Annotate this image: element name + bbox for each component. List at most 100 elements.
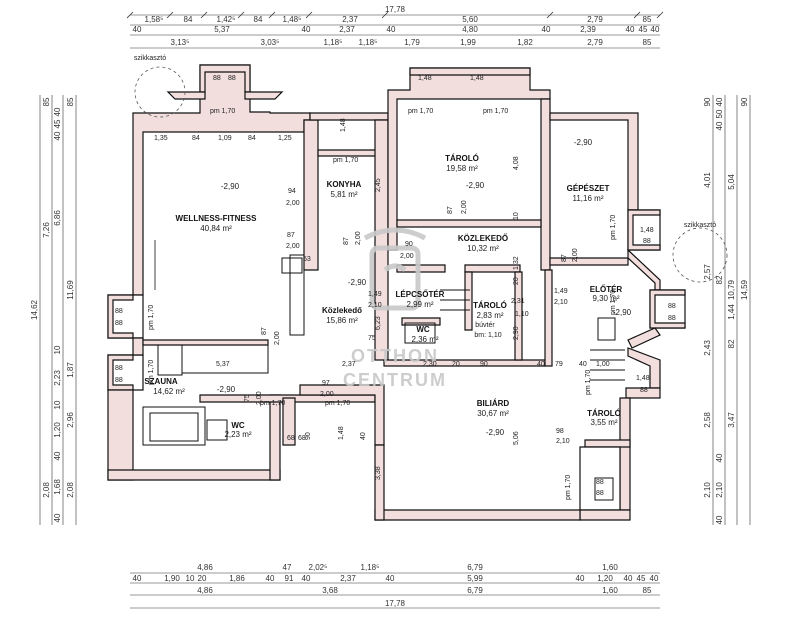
room-area-kozlekedo-2: 15,86 m² bbox=[326, 316, 358, 325]
dim-top-r2: 40 bbox=[626, 25, 635, 34]
room-area-szauna: 14,62 m² bbox=[153, 387, 185, 396]
dim-label: 1,10 bbox=[515, 311, 529, 318]
dim-top-r2: 40 bbox=[387, 25, 396, 34]
dim-label: 10 bbox=[513, 212, 520, 220]
dim-left-outer: 14,62 bbox=[30, 299, 39, 320]
dim-left-a: 7,26 bbox=[42, 222, 51, 238]
dim-label: 40 bbox=[579, 361, 587, 368]
room-level: -2,90 bbox=[466, 181, 485, 190]
dim-label: 53 bbox=[303, 256, 311, 263]
dim-bottom-r2: 40 bbox=[266, 574, 275, 583]
room-level: -2,90 bbox=[221, 182, 240, 191]
dim-right-a: 2,43 bbox=[703, 340, 712, 356]
dim-bottom-r2: 40 bbox=[386, 574, 395, 583]
dim-top-r2: 40 bbox=[542, 25, 551, 34]
dim-label: 2,00 bbox=[274, 331, 281, 345]
dim-top-r2: 2,39 bbox=[580, 25, 596, 34]
dim-label: 2,10 bbox=[368, 302, 382, 309]
window-dim: 88 bbox=[668, 315, 676, 322]
room-name-lepcsoter: LÉPCSŐTÉR bbox=[396, 290, 445, 299]
room-area-eloter: 9,30 m² bbox=[592, 294, 619, 303]
dim-left-b: 45 bbox=[53, 119, 62, 128]
dim-top-r1: 2,37 bbox=[342, 15, 358, 24]
dim-label: 3,38 bbox=[375, 466, 382, 480]
dim-right-b: 40 bbox=[715, 121, 724, 130]
dim-bottom-r2: 40 bbox=[624, 574, 633, 583]
dim-label: 5,37 bbox=[216, 361, 230, 368]
dim-label: 1,25 bbox=[278, 135, 292, 142]
dim-bottom-r2: 5,99 bbox=[467, 574, 483, 583]
dim-top-r3: 85 bbox=[643, 38, 652, 47]
window-dim: 1,48 bbox=[636, 375, 650, 382]
dim-left-b: 40 bbox=[53, 131, 62, 140]
room-name-konyha: KONYHA bbox=[327, 180, 362, 189]
room-name-kozlekedo-2: Közlekedő bbox=[322, 306, 362, 315]
dim-bottom-r2: 1,20 bbox=[597, 574, 613, 583]
dim-left-b: 10 bbox=[53, 400, 62, 409]
room-level: -2,90 bbox=[613, 308, 632, 317]
dim-right-b: 1,44 bbox=[727, 304, 736, 320]
dim-bottom-r2: 40 bbox=[133, 574, 142, 583]
dim-label: 2,00 bbox=[572, 248, 579, 262]
dim-bottom-r1: 2,02⁵ bbox=[309, 563, 328, 572]
dim-label: 90 bbox=[480, 361, 488, 368]
dim-label: 20 bbox=[452, 361, 460, 368]
dim-label: 4,08 bbox=[513, 156, 520, 170]
dim-label: 68 bbox=[298, 435, 306, 442]
pm-label: pm 1,70 bbox=[210, 108, 235, 115]
dim-label: 84 bbox=[248, 135, 256, 142]
dim-bottom-r1: 1,60 bbox=[602, 563, 618, 572]
dim-left-b: 1,68 bbox=[53, 479, 62, 495]
dim-bottom-r2: 10 bbox=[186, 574, 195, 583]
dim-label: 1,32 bbox=[513, 256, 520, 270]
szikkaszto-label-left: szikkasztó bbox=[134, 55, 166, 62]
dim-top-r2: 40 bbox=[133, 25, 142, 34]
dim-top-r2: 2,37 bbox=[339, 25, 355, 34]
dim-bottom-r2: 2,37 bbox=[340, 574, 356, 583]
room-area-tarolo-1: 19,58 m² bbox=[446, 164, 478, 173]
dim-right-a: 2,58 bbox=[703, 412, 712, 428]
dim-label: 79 bbox=[555, 361, 563, 368]
dim-top-r3: 1,82 bbox=[517, 38, 533, 47]
dim-label: 20 bbox=[513, 277, 520, 285]
dim-left-a: 2,08 bbox=[42, 482, 51, 498]
dim-label: 1,49 bbox=[368, 291, 382, 298]
dim-bottom-r1: 47 bbox=[283, 563, 292, 572]
pm-label: pm 1,70 bbox=[610, 290, 617, 315]
room-area-tarolo-3: 3,55 m² bbox=[590, 418, 617, 427]
dim-left-b: 40 bbox=[53, 451, 62, 460]
room-area-wc-2: 2,23 m² bbox=[224, 430, 251, 439]
detail-labels: 88 88 pm 1,70 1,35 84 1,09 84 1,25 pm 1,… bbox=[115, 75, 676, 500]
dim-label: 68 bbox=[287, 435, 295, 442]
dim-label: 2,90 bbox=[513, 326, 520, 340]
dim-right-a: 4,01 bbox=[703, 172, 712, 188]
dim-bottom-total: 17,78 bbox=[385, 599, 406, 608]
dim-bottom-r1: 1,18⁵ bbox=[361, 563, 380, 572]
dim-label: 2,00 bbox=[461, 200, 468, 214]
buvoter-area: bm: 1,10 bbox=[474, 332, 501, 339]
dim-bottom-r3: 3,68 bbox=[322, 586, 338, 595]
dim-bottom-r2: 1,86 bbox=[229, 574, 245, 583]
dim-label: 2,00 bbox=[286, 200, 300, 207]
dim-label: 87 bbox=[447, 206, 454, 214]
dim-label: 2,00 bbox=[355, 231, 362, 245]
dim-right-c: 90 bbox=[740, 97, 749, 106]
dim-right-b: 82 bbox=[727, 339, 736, 348]
top-dimensions: 17,78 1,58⁵ 84 1,42⁵ 84 1,48⁵ 2,37 5,60 … bbox=[126, 5, 664, 49]
dim-bottom-r3: 85 bbox=[643, 586, 652, 595]
dim-top-r3: 3,13⁵ bbox=[171, 38, 190, 47]
dim-right-b: 10,79 bbox=[727, 279, 736, 300]
right-dimensions: 90 4,01 2,57 2,43 2,58 2,10 40 50 40 5,0… bbox=[703, 95, 751, 525]
dim-bottom-r3: 6,79 bbox=[467, 586, 483, 595]
room-name-tarolo-2: TÁROLÓ bbox=[473, 301, 507, 310]
dim-right-c: 82 bbox=[715, 275, 724, 284]
dim-left-c: 85 bbox=[66, 97, 75, 106]
room-level: -2,90 bbox=[486, 428, 505, 437]
interior-details bbox=[142, 240, 625, 501]
window-dim: 88 bbox=[115, 377, 123, 384]
dim-top-r3: 1,99 bbox=[460, 38, 476, 47]
dim-label: 2,00 bbox=[400, 253, 414, 260]
dim-left-a: 85 bbox=[42, 97, 51, 106]
dim-right-b: 40 bbox=[715, 453, 724, 462]
pm-label: pm 1,70 bbox=[333, 157, 358, 164]
